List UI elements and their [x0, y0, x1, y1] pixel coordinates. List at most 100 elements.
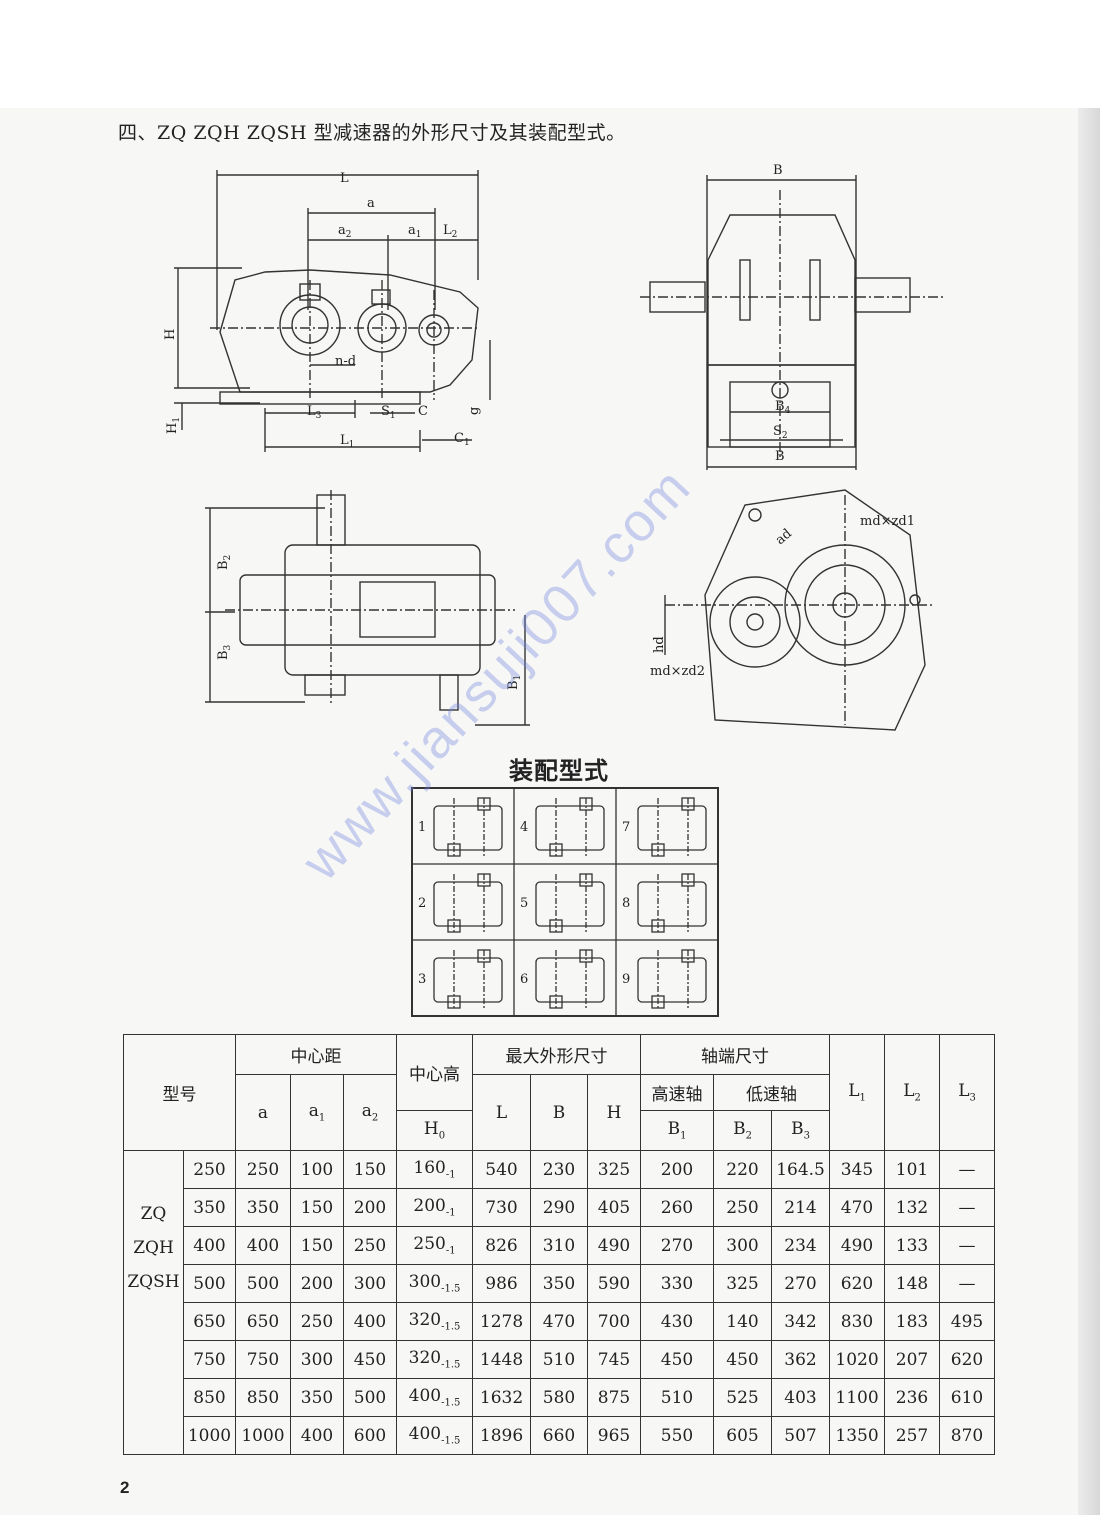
cell-l3: 610 — [939, 1378, 996, 1417]
size-cell: 850 — [183, 1378, 236, 1417]
svg-text:C1: C1 — [454, 431, 470, 448]
cell-h0: 320-1.5 — [396, 1340, 474, 1379]
size-cell: 500 — [183, 1264, 236, 1303]
cell-h: 875 — [587, 1378, 642, 1417]
svg-text:a: a — [367, 196, 375, 211]
front-view-drawing: L a a2 a1 L2 H H0 n-d g L3 S1 C L1 C1 H1 — [163, 170, 491, 452]
cell-h: 490 — [587, 1226, 642, 1265]
svg-text:S1: S1 — [381, 404, 396, 421]
svg-text:hd: hd — [652, 636, 667, 653]
svg-text:9: 9 — [622, 972, 630, 987]
cell-a2: 400 — [342, 1302, 398, 1341]
cell-l3: — — [939, 1150, 996, 1189]
center-height-value: 320 — [408, 1348, 442, 1369]
page-edge — [1078, 108, 1100, 1515]
header-low-speed: 低速轴 — [713, 1074, 831, 1111]
cell-b2: 325 — [713, 1264, 773, 1303]
svg-text:a1: a1 — [408, 223, 422, 240]
cell-l2: 101 — [884, 1150, 941, 1189]
svg-text:8: 8 — [622, 896, 630, 911]
svg-text:3: 3 — [418, 972, 426, 987]
center-height-value: 200 — [413, 1196, 446, 1217]
header-B1: B1 — [640, 1110, 715, 1151]
center-height-value: 300 — [408, 1272, 442, 1293]
cell-b3: 234 — [771, 1226, 831, 1265]
center-height-value: 400 — [408, 1424, 442, 1445]
cell-l: 1448 — [472, 1340, 532, 1379]
cell-l: 986 — [472, 1264, 532, 1303]
cell-l2: 236 — [884, 1378, 941, 1417]
cell-l: 826 — [472, 1226, 532, 1265]
cell-l2: 133 — [884, 1226, 941, 1265]
assembly-title: 装配型式 — [509, 756, 609, 785]
header-model: 型号 — [123, 1034, 236, 1151]
cell-a1: 150 — [290, 1226, 344, 1265]
cell-l1: 490 — [829, 1226, 886, 1265]
cell-a1: 250 — [290, 1302, 344, 1341]
tolerance: -1.5 — [441, 1359, 461, 1371]
header-L3: L3 — [939, 1034, 996, 1151]
cell-h0: 400-1.5 — [396, 1378, 474, 1417]
tolerance: -1.5 — [441, 1283, 461, 1295]
cell-b1: 450 — [640, 1340, 715, 1379]
cell-h0: 200-1 — [396, 1188, 474, 1227]
shaft-end-drawing: md×zd1 ad md×zd2 hd — [650, 489, 935, 731]
center-height-value: 250 — [413, 1234, 446, 1255]
cell-a: 350 — [235, 1188, 291, 1227]
svg-text:S2: S2 — [773, 424, 788, 441]
cell-l: 1278 — [472, 1302, 532, 1341]
header-L2: L2 — [884, 1034, 941, 1151]
cell-l1: 1350 — [829, 1416, 886, 1455]
cell-b3: 270 — [771, 1264, 831, 1303]
svg-text:L: L — [340, 171, 349, 186]
cell-b1: 270 — [640, 1226, 715, 1265]
header-center-height: 中心高 — [396, 1034, 474, 1111]
cell-b2: 605 — [713, 1416, 773, 1455]
svg-text:a2: a2 — [338, 223, 352, 240]
cell-a2: 500 — [342, 1378, 398, 1417]
plan-view-drawing: B2 B3 B1 — [205, 490, 530, 726]
cell-l3: 870 — [939, 1416, 996, 1455]
cell-l2: 183 — [884, 1302, 941, 1341]
size-cell: 400 — [183, 1226, 236, 1265]
size-cell: 750 — [183, 1340, 236, 1379]
cell-h0: 320-1.5 — [396, 1302, 474, 1341]
cell-l3: — — [939, 1188, 996, 1227]
cell-l: 730 — [472, 1188, 532, 1227]
tolerance: -1 — [445, 1169, 456, 1181]
cell-l2: 132 — [884, 1188, 941, 1227]
cell-l2: 257 — [884, 1416, 941, 1455]
svg-text:H: H — [163, 329, 178, 340]
header-center-distance: 中心距 — [234, 1034, 398, 1075]
cell-l1: 830 — [829, 1302, 886, 1341]
svg-text:ad: ad — [773, 526, 795, 548]
tolerance: -1 — [445, 1245, 456, 1257]
cell-a2: 300 — [342, 1264, 398, 1303]
header-a: a — [235, 1074, 291, 1151]
page-number: 2 — [120, 1478, 130, 1497]
cell-l3: — — [939, 1226, 996, 1265]
size-cell: 1000 — [183, 1416, 236, 1455]
header-L1: L1 — [829, 1034, 886, 1151]
cell-a: 400 — [235, 1226, 291, 1265]
assembly-grid: 1 4 7 2 5 8 3 6 9 — [411, 787, 719, 1017]
header-B3: B3 — [771, 1110, 831, 1151]
cell-a1: 300 — [290, 1340, 344, 1379]
section-heading: 四、ZQ ZQH ZQSH 型减速器的外形尺寸及其装配型式。 — [118, 122, 626, 144]
cell-b3: 164.5 — [771, 1150, 831, 1189]
svg-text:H1: H1 — [165, 417, 182, 434]
cell-h: 700 — [587, 1302, 642, 1341]
cell-a1: 400 — [290, 1416, 344, 1455]
cell-b: 230 — [530, 1150, 589, 1189]
cell-h0: 400-1.5 — [396, 1416, 474, 1455]
svg-text:4: 4 — [520, 820, 528, 835]
cell-b3: 507 — [771, 1416, 831, 1455]
cell-b1: 330 — [640, 1264, 715, 1303]
model-group-name: ZQ — [140, 1204, 167, 1224]
size-cell: 350 — [183, 1188, 236, 1227]
cell-a: 500 — [235, 1264, 291, 1303]
